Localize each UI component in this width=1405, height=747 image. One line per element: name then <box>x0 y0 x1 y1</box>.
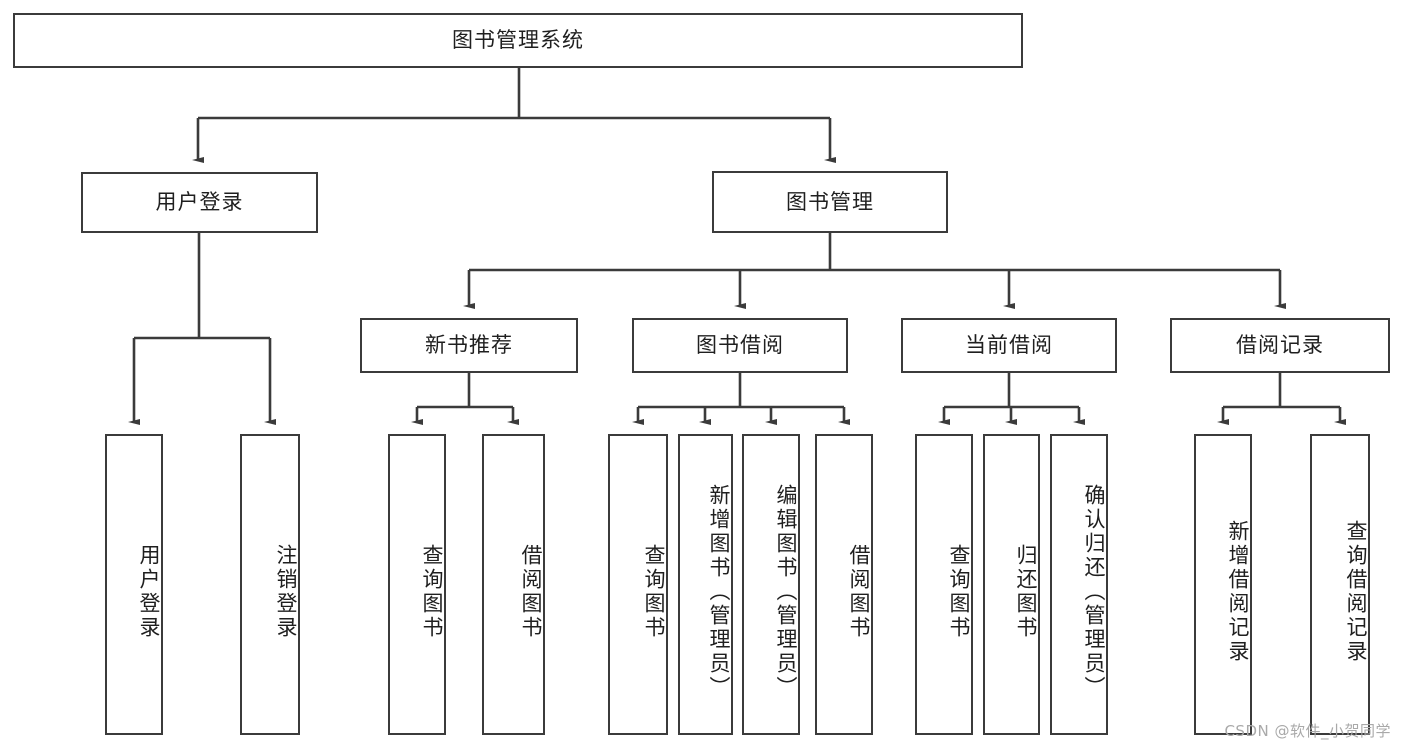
node-borrow-record[interactable]: 借阅记录 <box>1170 318 1390 373</box>
leaf-query-borrow-record-label: 查询借阅记录 <box>1344 519 1368 664</box>
leaf-logout-label: 注销登录 <box>274 543 298 640</box>
leaf-query-borrow-record[interactable]: 查询借阅记录 <box>1310 434 1370 735</box>
leaf-add-borrow-record-label: 新增借阅记录 <box>1226 519 1250 664</box>
node-new-book-recommend-label: 新书推荐 <box>425 333 513 358</box>
leaf-borrow-book-label: 借阅图书 <box>847 543 871 640</box>
leaf-query-book-recommend-label: 查询图书 <box>420 543 444 640</box>
node-new-book-recommend[interactable]: 新书推荐 <box>360 318 578 373</box>
leaf-borrow-book-recommend-label: 借阅图书 <box>519 543 543 640</box>
leaf-user-login-label: 用户登录 <box>137 543 161 640</box>
node-user-login-label: 用户登录 <box>155 190 244 215</box>
leaf-user-login[interactable]: 用户登录 <box>105 434 163 735</box>
node-book-borrow[interactable]: 图书借阅 <box>632 318 848 373</box>
node-root[interactable]: 图书管理系统 <box>13 13 1023 68</box>
leaf-query-book-borrow-label: 查询图书 <box>642 543 666 640</box>
leaf-query-book-borrow[interactable]: 查询图书 <box>608 434 668 735</box>
leaf-edit-book-admin[interactable]: 编辑图书（管理员） <box>742 434 800 735</box>
leaf-edit-book-admin-label: 编辑图书（管理员） <box>774 483 798 700</box>
leaf-confirm-return-admin[interactable]: 确认归还（管理员） <box>1050 434 1108 735</box>
leaf-add-borrow-record[interactable]: 新增借阅记录 <box>1194 434 1252 735</box>
leaf-logout[interactable]: 注销登录 <box>240 434 300 735</box>
node-book-borrow-label: 图书借阅 <box>696 333 784 358</box>
node-root-label: 图书管理系统 <box>452 28 584 53</box>
leaf-query-book-recommend[interactable]: 查询图书 <box>388 434 446 735</box>
node-current-borrow-label: 当前借阅 <box>965 333 1053 358</box>
leaf-return-book[interactable]: 归还图书 <box>983 434 1040 735</box>
watermark: CSDN @软件_小贺同学 <box>1224 722 1391 740</box>
leaf-return-book-label: 归还图书 <box>1014 543 1038 640</box>
leaf-borrow-book-recommend[interactable]: 借阅图书 <box>482 434 545 735</box>
node-borrow-record-label: 借阅记录 <box>1236 333 1324 358</box>
leaf-add-book-admin[interactable]: 新增图书（管理员） <box>678 434 733 735</box>
node-book-management-label: 图书管理 <box>786 189 874 214</box>
leaf-confirm-return-admin-label: 确认归还（管理员） <box>1082 483 1106 700</box>
node-current-borrow[interactable]: 当前借阅 <box>901 318 1117 373</box>
node-user-login[interactable]: 用户登录 <box>81 172 318 233</box>
leaf-add-book-admin-label: 新增图书（管理员） <box>707 483 731 700</box>
leaf-query-book-current[interactable]: 查询图书 <box>915 434 973 735</box>
leaf-borrow-book[interactable]: 借阅图书 <box>815 434 873 735</box>
leaf-query-book-current-label: 查询图书 <box>947 543 971 640</box>
node-book-management[interactable]: 图书管理 <box>712 171 948 233</box>
